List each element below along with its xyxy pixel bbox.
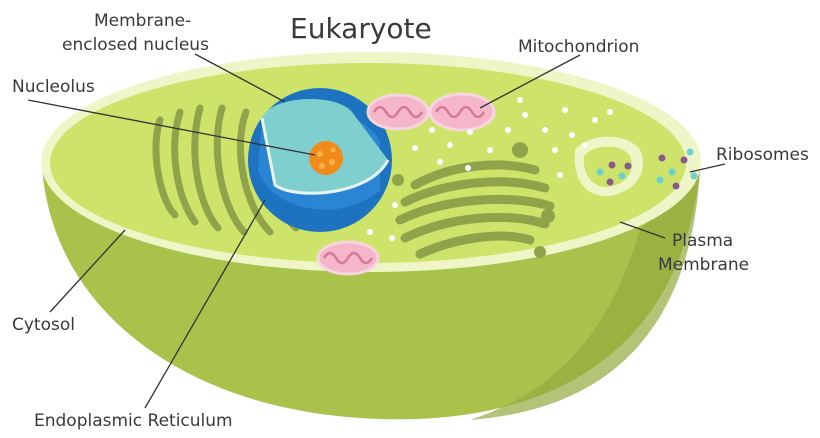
label-nucleus-line1: Membrane- (94, 11, 191, 31)
label-cytosol: Cytosol (12, 315, 75, 335)
mitochondrion-2 (430, 94, 494, 130)
mitochondrion-3 (318, 242, 378, 274)
label-endoplasmic-reticulum: Endoplasmic Reticulum (34, 411, 233, 431)
mitochondrion-1 (368, 95, 428, 129)
diagram-title: Eukaryote (290, 12, 432, 45)
label-plasma-line2: Membrane (658, 255, 749, 275)
label-nucleus-line2: enclosed nucleus (62, 35, 209, 55)
nucleolus-dot (309, 141, 343, 175)
label-plasma-line1: Plasma (672, 231, 733, 251)
label-ribosomes: Ribosomes (716, 145, 809, 165)
label-mitochondrion: Mitochondrion (518, 37, 639, 57)
label-nucleolus: Nucleolus (12, 77, 95, 97)
